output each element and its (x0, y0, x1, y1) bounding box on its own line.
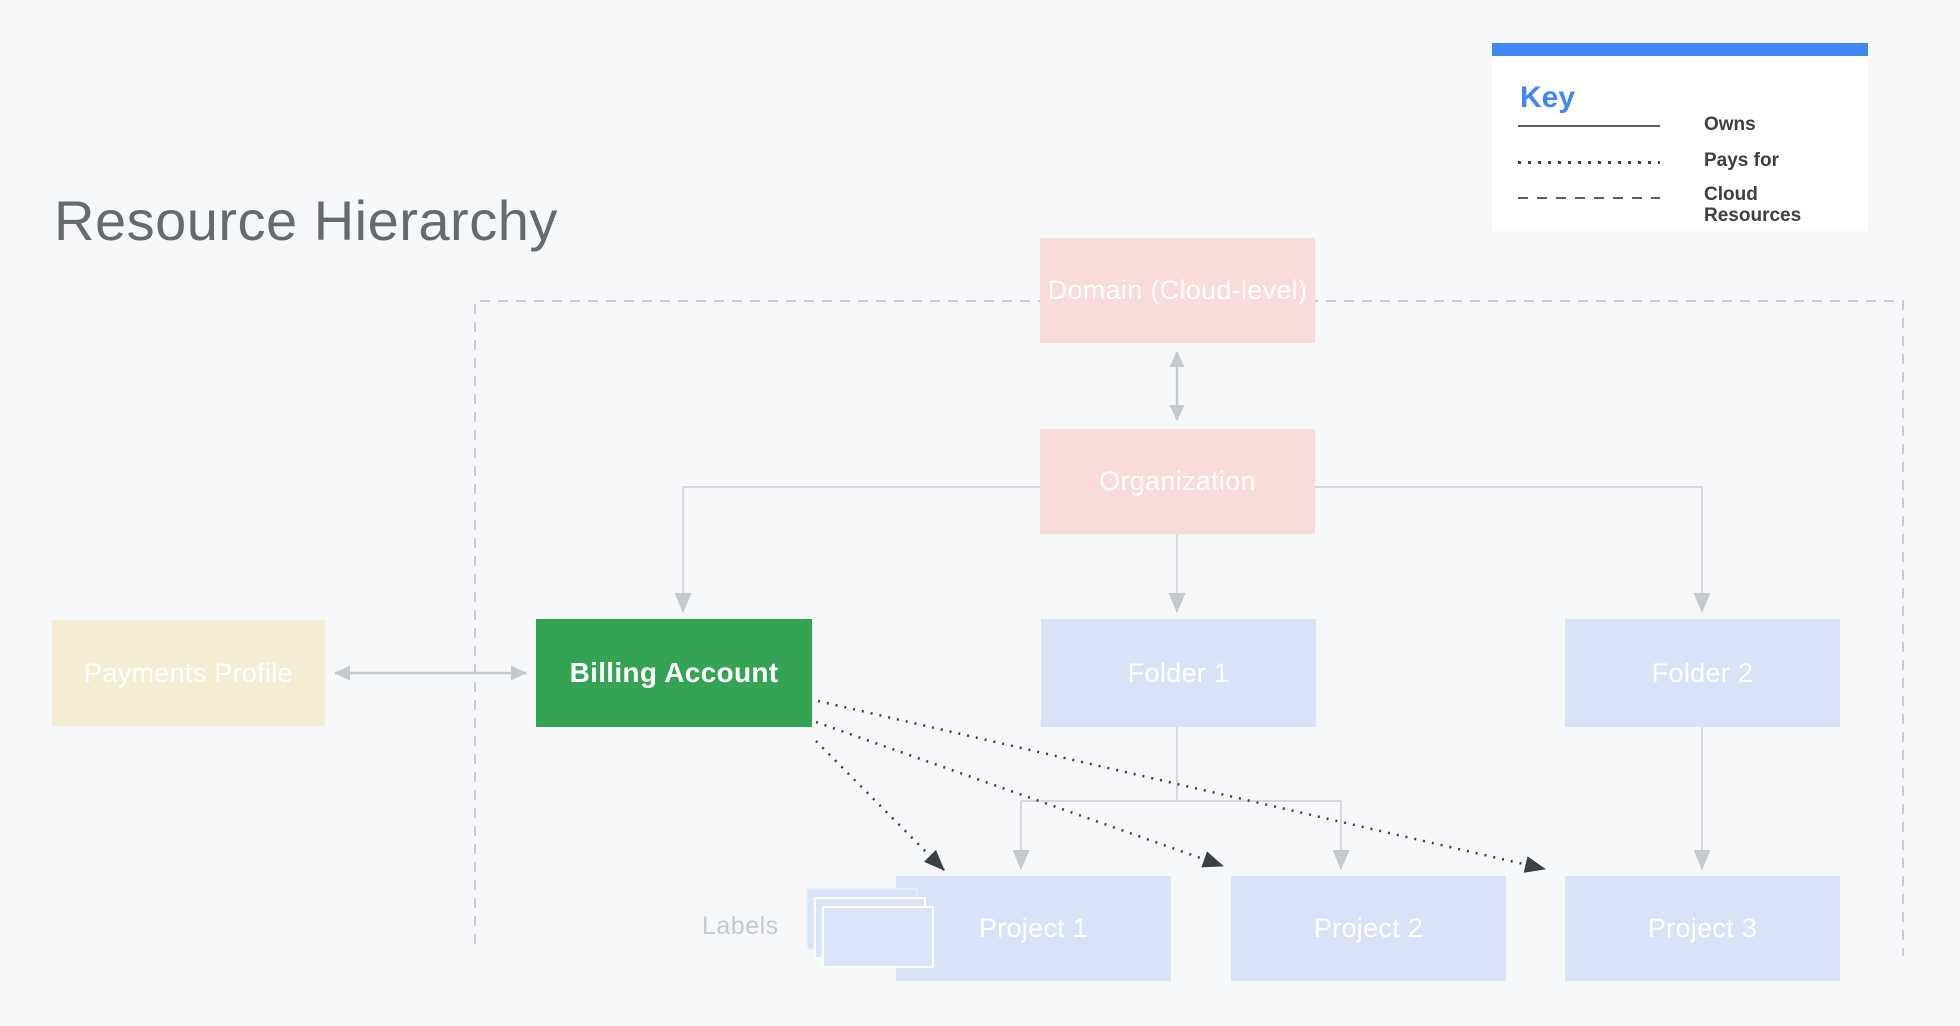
node-folder-2: Folder 2 (1565, 619, 1840, 727)
node-project-1-label: Project 1 (978, 913, 1089, 943)
node-folder-2-label: Folder 2 (1651, 657, 1754, 688)
node-project-3-label: Project 3 (1647, 913, 1758, 943)
node-domain: Domain (Cloud-level) (1040, 238, 1315, 343)
node-organization: Organization (1040, 429, 1315, 534)
key-dashed-line-sample (1518, 197, 1660, 199)
key-solid-line-sample (1518, 125, 1660, 127)
labels-stack-icon (806, 888, 940, 974)
node-project-3: Project 3 (1565, 876, 1840, 981)
key-label-cloud-resources: Cloud Resources (1704, 184, 1802, 226)
node-billing-account-label: Billing Account (569, 657, 779, 688)
node-payments-profile: Payments Profile (52, 620, 325, 726)
node-domain-label: Domain (Cloud-level) (1047, 275, 1308, 305)
node-folder-1-label: Folder 1 (1127, 657, 1230, 688)
node-folder-1: Folder 1 (1041, 619, 1316, 727)
edge-billing-pays-project3 (817, 699, 1546, 873)
node-project-2-label: Project 2 (1313, 913, 1424, 943)
key-label-owns: Owns (1704, 114, 1756, 135)
node-project-1: Project 1 (896, 876, 1171, 981)
edge-org-owns-billing (674, 486, 1040, 613)
labels-caption: Labels (702, 912, 779, 940)
page-title: Resource Hierarchy (54, 189, 558, 252)
node-billing-account: Billing Account (536, 619, 812, 727)
key-label-pays-for: Pays for (1704, 150, 1779, 171)
key-accent-bar (1492, 43, 1868, 56)
edge-billing-pays-project1 (815, 740, 945, 871)
key-dotted-line-sample (1518, 161, 1660, 164)
node-organization-label: Organization (1099, 466, 1256, 496)
key-legend-panel: Key Owns Pays for Cloud Resources (1492, 43, 1868, 231)
edge-billing-pays-project2 (815, 720, 1224, 868)
key-heading: Key (1520, 81, 1576, 114)
labels-card-front (822, 906, 934, 968)
node-project-2: Project 2 (1231, 876, 1506, 981)
edge-org-owns-folder2 (1315, 486, 1711, 613)
node-payments-profile-label: Payments Profile (84, 657, 293, 688)
edge-folder1-branch (1021, 727, 1341, 802)
